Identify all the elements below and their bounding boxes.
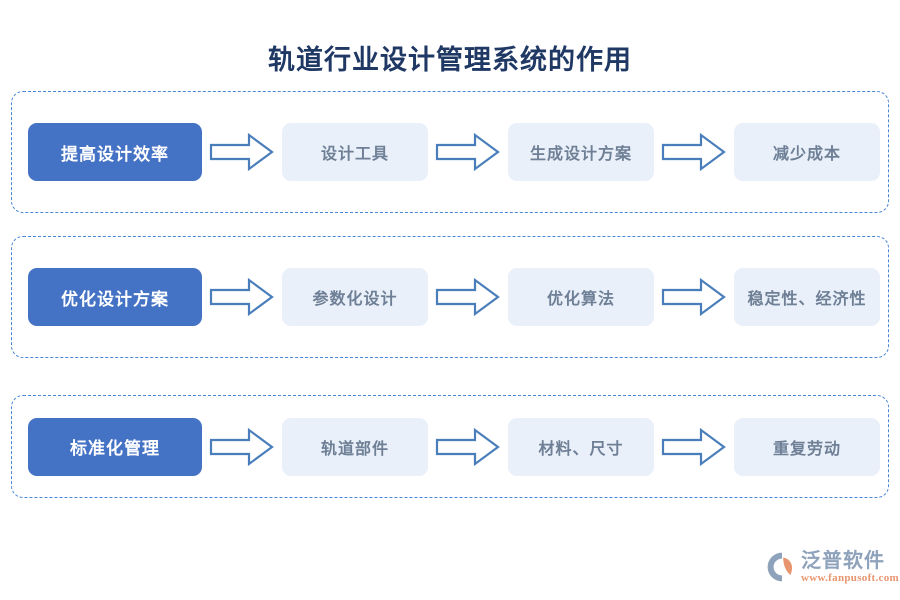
- brand-text-block: 泛普软件 www.fanpusoft.com: [801, 550, 899, 585]
- brand-logo: 泛普软件 www.fanpusoft.com: [766, 545, 899, 589]
- right-block-arrow-icon: [654, 425, 734, 469]
- right-block-arrow-icon: [428, 275, 508, 319]
- flow-row: 优化设计方案 参数化设计 优化算法 稳定性、经济性: [11, 236, 889, 358]
- step-node[interactable]: 减少成本: [734, 123, 880, 181]
- right-block-arrow-icon: [202, 130, 282, 174]
- primary-node[interactable]: 标准化管理: [28, 417, 202, 476]
- right-block-arrow-icon: [202, 275, 282, 319]
- flow-row-content: 标准化管理 轨道部件 材料、尺寸 重复劳动: [12, 396, 888, 497]
- fanpu-logo-mark-icon: [766, 551, 798, 583]
- primary-node[interactable]: 提高设计效率: [28, 123, 202, 181]
- right-block-arrow-icon: [654, 130, 734, 174]
- step-node[interactable]: 设计工具: [282, 123, 428, 181]
- flow-row: 标准化管理 轨道部件 材料、尺寸 重复劳动: [11, 395, 889, 498]
- step-node[interactable]: 重复劳动: [734, 417, 880, 476]
- primary-node[interactable]: 优化设计方案: [28, 268, 202, 326]
- right-block-arrow-icon: [428, 425, 508, 469]
- flow-row-content: 优化设计方案 参数化设计 优化算法 稳定性、经济性: [12, 237, 888, 357]
- flow-row: 提高设计效率 设计工具 生成设计方案 减少成本: [11, 91, 889, 213]
- step-node[interactable]: 材料、尺寸: [508, 417, 654, 476]
- page-title: 轨道行业设计管理系统的作用: [268, 45, 632, 75]
- right-block-arrow-icon: [428, 130, 508, 174]
- step-node[interactable]: 稳定性、经济性: [734, 268, 880, 326]
- right-block-arrow-icon: [654, 275, 734, 319]
- step-node[interactable]: 轨道部件: [282, 417, 428, 476]
- brand-name: 泛普软件: [801, 549, 885, 572]
- step-node[interactable]: 参数化设计: [282, 268, 428, 326]
- flow-row-content: 提高设计效率 设计工具 生成设计方案 减少成本: [12, 92, 888, 212]
- right-block-arrow-icon: [202, 425, 282, 469]
- brand-url: www.fanpusoft.com: [801, 571, 899, 584]
- step-node[interactable]: 生成设计方案: [508, 123, 654, 181]
- step-node[interactable]: 优化算法: [508, 268, 654, 326]
